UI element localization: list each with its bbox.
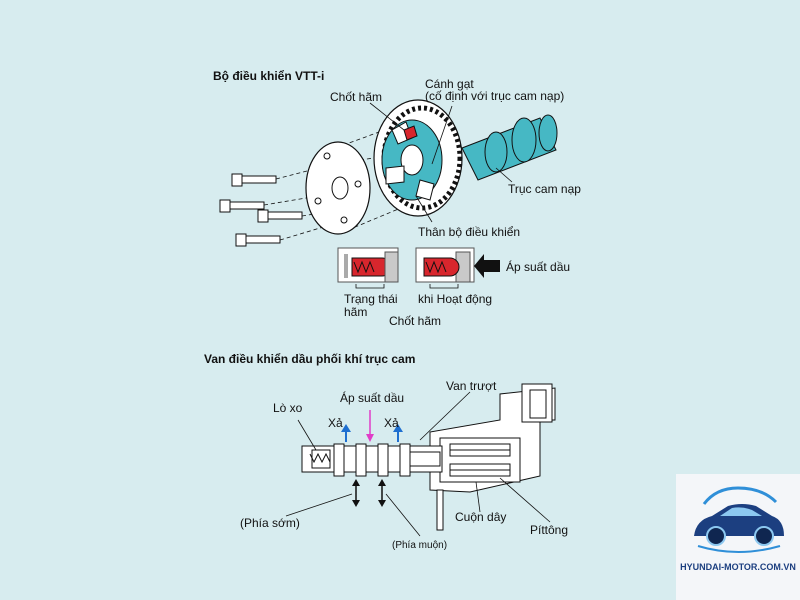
label-retard-side: (Phía muộn) [392, 540, 448, 551]
label-drain-left: Xả [328, 416, 343, 430]
label-piston: Píttông [530, 523, 569, 537]
watermark-logo: HYUNDAI-MOTOR.COM.VN [676, 474, 800, 600]
front-plate [305, 141, 371, 235]
bolt-2 [219, 199, 265, 213]
car-logo-icon [694, 486, 784, 553]
leaders-1 [369, 102, 513, 223]
label-spool-valve: Van trượt [446, 379, 497, 393]
lock-pin-inset-operating [415, 247, 475, 283]
label-advance-side: (Phía sớm) [240, 516, 300, 530]
label-intake-camshaft: Trục cam nạp [508, 182, 581, 196]
label-spring: Lò xo [273, 401, 303, 415]
label-locked-state-2: hãm [344, 305, 368, 319]
label-locked-state-1: Trạng thái [344, 292, 398, 306]
flow-arrows [341, 410, 403, 507]
ocv-coil [439, 437, 521, 483]
label-operating: khi Hoạt động [418, 292, 493, 306]
bolt-1 [231, 173, 277, 187]
lock-pin-brackets [355, 284, 459, 289]
label-vane-note: (cố định với trục cam nạp) [425, 89, 565, 103]
label-lock-pin: Chốt hãm [330, 90, 383, 104]
intake-camshaft [461, 114, 558, 181]
ocv-title: Van điều khiển dầu phối khí trục cam [204, 352, 416, 366]
label-lock-pin-bottom: Chốt hãm [389, 314, 442, 328]
leaders-2 [285, 391, 551, 537]
label-coil: Cuộn dây [455, 510, 507, 524]
vvti-controller-title: Bộ điều khiển VTT-i [213, 69, 325, 83]
lock-pin-inset-locked [337, 247, 399, 283]
label-oil-pressure-2: Áp suất dầu [340, 391, 405, 405]
label-drain-right: Xả [384, 416, 399, 430]
bolt-4 [235, 233, 281, 247]
label-vane: Cánh gạt [425, 77, 474, 91]
ocv-spool-body [301, 443, 443, 477]
label-controller-body: Thân bộ điều khiển [418, 225, 521, 239]
watermark-text: HYUNDAI-MOTOR.COM.VN [680, 562, 796, 572]
bolt-3 [257, 209, 303, 223]
oil-pressure-arrow [474, 254, 500, 278]
controller-body [373, 99, 463, 217]
label-oil-pressure-1: Áp suất dầu [506, 260, 571, 274]
bolts [219, 173, 303, 247]
